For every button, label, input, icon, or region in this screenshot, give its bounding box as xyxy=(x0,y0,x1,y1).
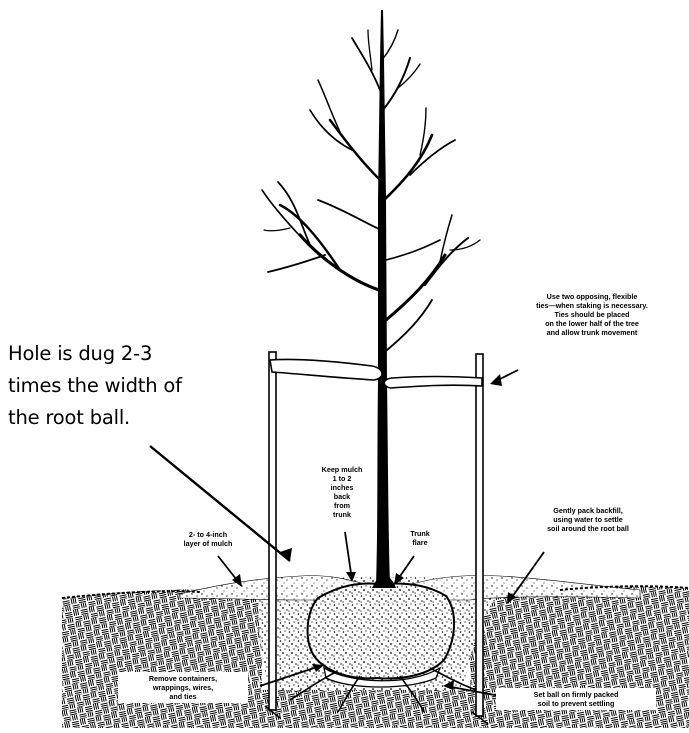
ties-label-line: ties—when staking is necessary. xyxy=(494,301,689,310)
set-ball-label-line: Set ball on firmly packed xyxy=(496,690,656,699)
mulch-back-label-line: trunk xyxy=(302,510,382,519)
set-ball-label-line: soil to prevent settling xyxy=(496,699,656,708)
ties-label-line: on the lower half of the tree xyxy=(494,319,689,328)
trunk-flare-label: Trunk flare xyxy=(400,529,440,547)
tree-branches xyxy=(262,30,480,350)
remove-label-line: Remove containers, xyxy=(118,674,248,683)
mulch-back-label-line: 1 to 2 xyxy=(302,474,382,483)
right-tie xyxy=(384,377,482,389)
backfill-label-line: Gently pack backfill, xyxy=(498,506,678,515)
mulch-back-label-line: Keep mulch xyxy=(302,465,382,474)
trunk-flare-label-line: flare xyxy=(400,538,440,547)
hole-label-line: Hole is dug 2-3 xyxy=(8,338,308,370)
ties-label-line: Use two opposing, flexible xyxy=(494,292,689,301)
mulch-layer-label-line: 2- to 4-inch xyxy=(158,530,258,539)
root-ball xyxy=(308,583,454,678)
mulch-layer-label: 2- to 4-inch layer of mulch xyxy=(158,530,258,548)
native-soil-bottom xyxy=(262,690,470,728)
right-stake xyxy=(476,354,483,716)
remove-label-line: and ties xyxy=(118,692,248,701)
backfill-label-line: using water to settle xyxy=(498,515,678,524)
mulch-layer-label-line: layer of mulch xyxy=(158,539,258,548)
hole-label-line: the root ball. xyxy=(8,402,308,434)
mulch-back-label: Keep mulch 1 to 2 inches back from trunk xyxy=(302,465,382,519)
mulch-back-label-line: back xyxy=(302,492,382,501)
backfill-label: Gently pack backfill, using water to set… xyxy=(498,506,678,533)
trunk-flare-label-line: Trunk xyxy=(400,529,440,538)
hole-label: Hole is dug 2-3 times the width of the r… xyxy=(8,338,308,434)
ties-label-line: Ties should be placed xyxy=(494,310,689,319)
remove-label-line: wrappings, wires, xyxy=(118,683,248,692)
ties-label-line: and allow trunk movement xyxy=(494,328,689,337)
remove-label: Remove containers, wrappings, wires, and… xyxy=(118,672,248,703)
native-soil xyxy=(62,589,262,728)
mulch-back-label-line: inches xyxy=(302,483,382,492)
hole-label-line: times the width of xyxy=(8,370,308,402)
backfill-label-line: soil around the root ball xyxy=(498,524,678,533)
ties-label: Use two opposing, flexible ties—when sta… xyxy=(494,292,689,337)
ties-arrowhead xyxy=(490,374,502,386)
mulch-back-label-line: from xyxy=(302,501,382,510)
set-ball-label: Set ball on firmly packed soil to preven… xyxy=(496,688,656,710)
